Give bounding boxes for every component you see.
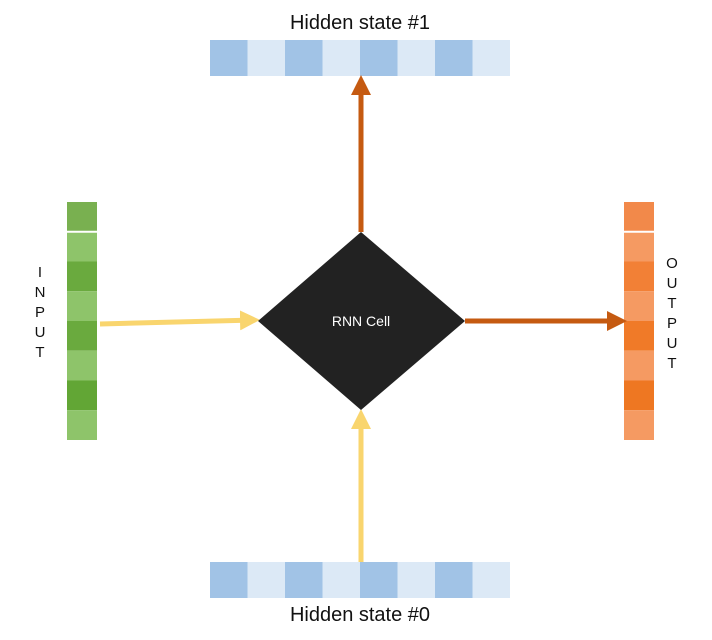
hidden-state-1-vector <box>210 40 510 76</box>
hidden-state-0-cell-2 <box>247 562 285 598</box>
hidden-state-0-label: Hidden state #0 <box>289 604 431 626</box>
hidden-state-0-cell-7 <box>435 562 473 598</box>
output-cell-4 <box>624 291 654 321</box>
output-cell-8 <box>624 410 654 440</box>
output-cell-5 <box>624 321 654 351</box>
rnn-cell-diamond <box>258 232 465 410</box>
hidden-state-1-cell-7 <box>435 40 473 76</box>
input-cell-3 <box>67 261 97 292</box>
hidden-state-0-cell-5 <box>360 562 398 598</box>
input-cell-6 <box>67 350 97 381</box>
hidden-state-0-cell-8 <box>472 562 510 598</box>
input-cell-4 <box>67 291 97 321</box>
hidden-state-1-cell-1 <box>210 40 248 76</box>
hidden-state-1-label: Hidden state #1 <box>289 12 431 34</box>
input-vector <box>67 202 97 440</box>
hidden-state-1-cell-5 <box>360 40 398 76</box>
hidden-state-1-cell-8 <box>472 40 510 76</box>
output-cell-3 <box>624 261 654 292</box>
input-cell-7 <box>67 380 97 411</box>
output-cell-1 <box>624 202 654 232</box>
hidden-state-1-cell-2 <box>247 40 285 76</box>
output-cell-6 <box>624 350 654 381</box>
arrow-input-to-cell <box>99 310 260 331</box>
output-cell-2 <box>624 231 654 262</box>
input-cell-5 <box>67 321 97 351</box>
hidden-state-1-cell-4 <box>322 40 360 76</box>
hidden-state-1-cell-6 <box>397 40 435 76</box>
rnn-cell-label: RNN Cell <box>332 313 390 329</box>
input-cell-2 <box>67 231 97 262</box>
output-cell-7 <box>624 380 654 411</box>
hidden-state-0-cell-1 <box>210 562 248 598</box>
hidden-state-1-cell-3 <box>285 40 323 76</box>
input-cell-1 <box>67 202 97 232</box>
hidden-state-0-cell-3 <box>285 562 323 598</box>
hidden-state-0-vector <box>210 562 510 598</box>
input-cell-8 <box>67 410 97 440</box>
hidden-state-0-cell-4 <box>322 562 360 598</box>
hidden-state-0-cell-6 <box>397 562 435 598</box>
output-vector <box>624 202 654 440</box>
